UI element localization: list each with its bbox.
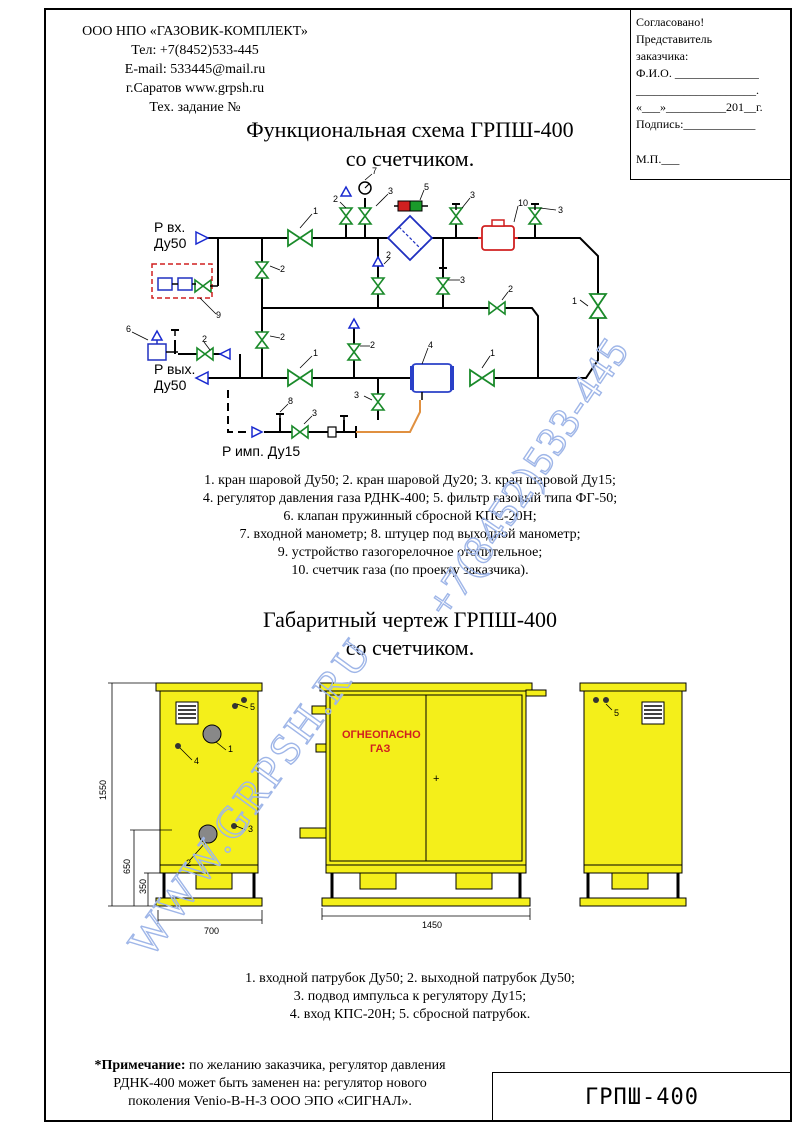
approval-box (630, 8, 792, 180)
relief-valve-icon (147, 340, 178, 361)
note-text-1: по желанию заказчика, регулятор давления (185, 1058, 446, 1073)
svg-text:4: 4 (194, 756, 199, 766)
svg-text:8: 8 (288, 396, 293, 406)
approval-date: «___»__________201__г. (636, 100, 763, 114)
legend-scheme: 1. кран шаровой Ду50; 2. кран шаровой Ду… (202, 473, 618, 578)
company-phone: Тел: +7(8452)533-445 (131, 43, 259, 58)
gas-meter-icon (478, 219, 518, 251)
outlet-arrow (194, 370, 209, 386)
approval-block: Согласовано! Представитель заказчика: Ф.… (636, 14, 790, 168)
label-dn-out: Ду50 (154, 377, 187, 393)
warning-text-1: ОГНЕОПАСНО (342, 729, 421, 741)
door-handle: + (433, 773, 439, 785)
svg-text:1: 1 (313, 348, 318, 358)
approval-fio: Ф.И.О. ______________ (636, 66, 759, 80)
svg-text:5: 5 (250, 702, 255, 712)
company-name: ООО НПО «ГАЗОВИК-КОМПЛЕКТ» (82, 24, 308, 39)
svg-text:5: 5 (424, 182, 429, 192)
svg-text:1: 1 (490, 348, 495, 358)
side-view-right: 5 (579, 682, 687, 907)
approval-blank: ____________________. (636, 83, 759, 97)
drawing-title-1: Габаритный чертеж ГРПШ-400 (262, 607, 558, 632)
schema-title-2: со счетчиком. (345, 146, 475, 171)
company-email: E-mail: 533445@mail.ru (124, 62, 266, 77)
schema-title-1: Функциональная схема ГРПШ-400 (246, 117, 574, 142)
heater-icon (151, 263, 218, 299)
regulator-icon (410, 363, 454, 400)
note-text-2: РДНК-400 может быть заменен на: регулято… (113, 1076, 427, 1091)
svg-text:2: 2 (370, 340, 375, 350)
svg-text:2: 2 (386, 250, 391, 260)
svg-text:5: 5 (614, 708, 619, 718)
front-view: ОГНЕОПАСНО ГАЗ + (299, 682, 547, 907)
label-dn-in: Ду50 (154, 235, 187, 251)
svg-text:2: 2 (202, 334, 207, 344)
stamp-box (492, 1072, 792, 1122)
svg-text:3: 3 (312, 408, 317, 418)
svg-text:10: 10 (518, 198, 528, 208)
stamp-title: ГРПШ-400 (585, 1084, 699, 1110)
legend-drawing: 1. входной патрубок Ду50; 2. выходной па… (245, 971, 575, 1022)
page-frame (44, 8, 792, 1122)
approval-line1: Согласовано! (636, 15, 705, 29)
svg-text:1: 1 (313, 206, 318, 216)
label-p-in: P вх. (154, 219, 185, 235)
dim-width-front: 1450 (422, 920, 442, 930)
approval-line2: Представитель (636, 32, 713, 46)
svg-text:9: 9 (216, 310, 221, 320)
inlet-arrow (195, 230, 210, 246)
dim-650: 650 (122, 859, 132, 874)
filter-icon (386, 200, 434, 262)
dim-width-side: 700 (204, 926, 219, 936)
company-block: ООО НПО «ГАЗОВИК-КОМПЛЕКТ» Тел: +7(8452)… (50, 22, 340, 117)
svg-text:3: 3 (470, 190, 475, 200)
svg-text:6: 6 (126, 324, 131, 334)
dim-350: 350 (138, 879, 148, 894)
svg-text:3: 3 (388, 186, 393, 196)
approval-mp: М.П.___ (636, 152, 680, 166)
label-p-imp: P имп. Ду15 (222, 443, 300, 459)
side-view-left: 1 2 3 4 5 (155, 682, 263, 907)
company-task: Тех. задание № (149, 100, 241, 115)
svg-text:3: 3 (354, 390, 359, 400)
label-p-out: P вых. (154, 361, 195, 377)
approval-sign: Подпись:____________ (636, 117, 756, 131)
company-site: г.Саратов www.grpsh.ru (125, 81, 265, 96)
warning-text-2: ГАЗ (370, 743, 390, 755)
svg-text:3: 3 (558, 205, 563, 215)
note-block: *Примечание: по желанию заказчика, регул… (50, 1057, 490, 1111)
svg-text:2: 2 (280, 332, 285, 342)
svg-text:1: 1 (572, 296, 577, 306)
svg-text:2: 2 (333, 194, 338, 204)
svg-text:7: 7 (372, 166, 377, 176)
note-label: *Примечание: (94, 1058, 186, 1073)
note-text-3: поколения Venio-В-Н-3 ООО ЭПО «СИГНАЛ». (128, 1094, 412, 1109)
drawing-title-2: со счетчиком. (345, 635, 475, 660)
svg-text:3: 3 (460, 275, 465, 285)
svg-text:2: 2 (508, 284, 513, 294)
svg-text:3: 3 (248, 824, 253, 834)
svg-text:2: 2 (186, 858, 191, 868)
dim-height: 1550 (98, 780, 108, 800)
svg-text:2: 2 (280, 264, 285, 274)
svg-text:4: 4 (428, 340, 433, 350)
approval-line3: заказчика: (636, 49, 689, 63)
svg-text:1: 1 (228, 744, 233, 754)
